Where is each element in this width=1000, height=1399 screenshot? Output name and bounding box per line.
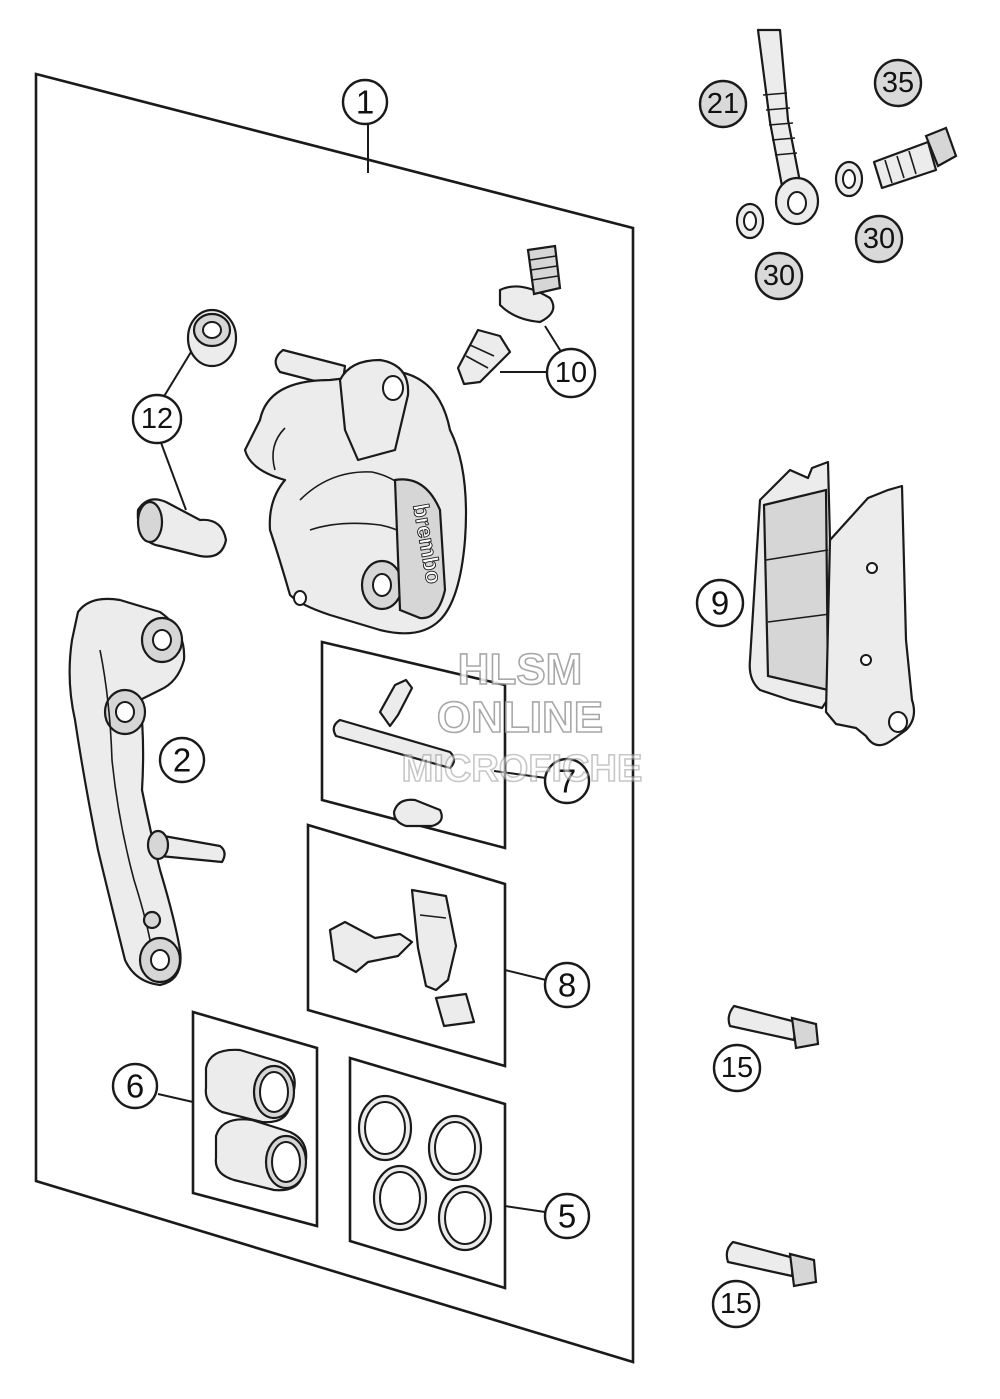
callout-35-label: 35	[882, 67, 914, 99]
bracket-body	[68, 597, 186, 987]
callout-5-label: 5	[558, 1198, 576, 1235]
callout-15-bottom: 15	[711, 1279, 761, 1329]
callout-30-right: 30	[854, 214, 904, 264]
mounting-bolt-top	[727, 1004, 798, 1042]
guide-pin-group	[136, 308, 238, 558]
retaining-clip-top	[378, 678, 414, 728]
retaining-clip-bottom	[392, 798, 443, 828]
caliper-bracket	[68, 597, 226, 987]
callout-2-label: 2	[173, 742, 191, 779]
callout-15-top: 15	[712, 1043, 762, 1093]
pin-kit	[332, 678, 547, 828]
brake-hose	[756, 28, 802, 188]
callout-9-label: 9	[711, 585, 729, 622]
bleeder-valve-group	[456, 244, 566, 386]
pad-pin	[332, 718, 456, 770]
watermark-line-2: ONLINE	[437, 693, 603, 742]
watermark-line-3: MICROFICHE	[402, 748, 643, 790]
callout-1-label: 1	[356, 84, 374, 121]
callout-7-label: 7	[558, 763, 576, 800]
banjo-bolt	[872, 140, 938, 190]
callout-21: 21	[698, 79, 748, 129]
callout-2: 2	[158, 736, 206, 784]
callout-15-bottom-label: 15	[720, 1288, 752, 1320]
callout-7: 7	[543, 757, 591, 805]
callout-6: 6	[111, 1062, 159, 1110]
callout-8: 8	[543, 961, 591, 1009]
callout-30-right-label: 30	[863, 223, 895, 255]
callout-10-label: 10	[555, 357, 587, 389]
brake-hose-group	[735, 28, 958, 240]
brake-pad-back	[824, 484, 916, 747]
anti-rattle-spring	[410, 888, 458, 992]
watermark: HLSM ONLINE MICROFICHE	[401, 644, 643, 791]
seal-kit-box	[348, 1056, 507, 1290]
callout-10: 10	[545, 347, 597, 399]
callout-9: 9	[695, 578, 745, 628]
callout-6-label: 6	[126, 1068, 144, 1105]
bleeder-cap	[498, 285, 555, 324]
callout-12-label: 12	[141, 403, 173, 435]
pad-spring-clip	[328, 920, 414, 974]
spring-kit-box	[306, 823, 507, 1068]
callout-12: 12	[131, 393, 183, 445]
mounting-bolts	[725, 1004, 820, 1288]
callout-21-label: 21	[707, 88, 739, 120]
spring-plate	[434, 992, 476, 1028]
pin-kit-box	[320, 640, 507, 850]
mounting-bolt-bottom	[725, 1240, 796, 1278]
callout-35: 35	[873, 58, 923, 108]
piston-kit-box	[191, 1010, 319, 1228]
seal-kit	[357, 1094, 546, 1252]
bracket-pin	[156, 833, 226, 864]
brake-pads	[748, 460, 916, 747]
piston-kit	[157, 1048, 308, 1192]
callout-8-label: 8	[558, 967, 576, 1004]
callout-5: 5	[543, 1192, 591, 1240]
callout-30-left-label: 30	[763, 260, 795, 292]
caliper-assembly-frame	[34, 72, 635, 1364]
callout-1: 1	[341, 78, 389, 126]
callout-15-top-label: 15	[721, 1052, 753, 1084]
spring-kit	[328, 888, 547, 1028]
watermark-line-1: HLSM	[458, 645, 583, 694]
callout-30-left: 30	[754, 251, 804, 301]
bleeder-screw	[456, 328, 512, 386]
brake-caliper: brembo	[243, 348, 468, 635]
